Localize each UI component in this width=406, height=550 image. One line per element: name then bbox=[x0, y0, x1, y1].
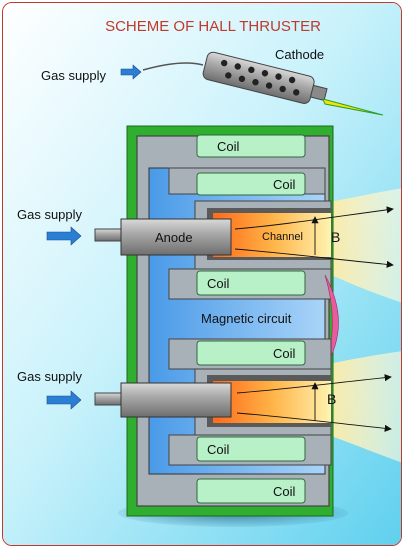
channel-label: Channel bbox=[262, 231, 303, 243]
coil-5-label: Coil bbox=[207, 442, 230, 457]
gas-supply-top-label: Gas supply bbox=[41, 68, 107, 83]
flow-line-bottom-2 bbox=[236, 412, 392, 432]
gas-supply-bottom-label: Gas supply bbox=[17, 369, 83, 384]
gas-supply-mid-label: Gas supply bbox=[17, 207, 83, 222]
anode-bottom bbox=[120, 382, 232, 418]
gas-arrow-bottom bbox=[46, 390, 82, 410]
cathode-label: Cathode bbox=[275, 47, 324, 62]
coil-4-label: Coil bbox=[273, 346, 296, 361]
plume-top bbox=[323, 188, 401, 303]
coil-2-label: Coil bbox=[273, 177, 296, 192]
b-label-top: B bbox=[331, 229, 340, 245]
coil-3-label: Coil bbox=[207, 276, 230, 291]
flow-line-top-2 bbox=[234, 248, 394, 268]
coil-2 bbox=[196, 172, 306, 196]
anode-label: Anode bbox=[155, 230, 193, 245]
cathode-body bbox=[202, 51, 328, 104]
coil-1 bbox=[196, 134, 306, 158]
b-label-bottom: B bbox=[327, 391, 336, 407]
cathode-gas-line bbox=[142, 62, 204, 71]
coil-4 bbox=[196, 340, 306, 366]
plume-bottom bbox=[323, 351, 401, 463]
anode-top bbox=[120, 218, 232, 256]
coil-6-label: Coil bbox=[273, 484, 296, 499]
gas-arrow-mid bbox=[46, 226, 82, 246]
hall-thruster-diagram: SCHEME OF HALL THRUSTER Cathode Gas supp… bbox=[3, 3, 401, 545]
coil-3 bbox=[196, 270, 306, 296]
diagram-frame: SCHEME OF HALL THRUSTER Cathode Gas supp… bbox=[2, 2, 402, 546]
magnetic-circuit-label: Magnetic circuit bbox=[201, 311, 292, 326]
cathode-emission bbox=[322, 98, 384, 116]
flow-line-bottom-1 bbox=[236, 374, 392, 394]
coil-6 bbox=[196, 478, 306, 504]
coil-5 bbox=[196, 436, 306, 462]
diagram-title: SCHEME OF HALL THRUSTER bbox=[105, 18, 321, 35]
gas-arrow-top bbox=[120, 64, 142, 80]
flow-line-top-1 bbox=[234, 206, 394, 230]
coil-1-label: Coil bbox=[217, 139, 240, 154]
